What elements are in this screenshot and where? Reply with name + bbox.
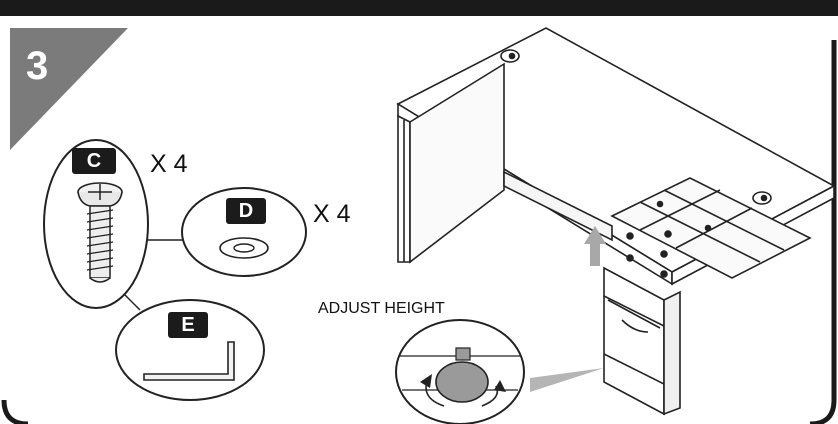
washer-icon bbox=[181, 187, 307, 277]
screw-icon bbox=[43, 139, 149, 309]
frame-corner-right bbox=[809, 40, 837, 424]
up-arrow-icon bbox=[584, 226, 606, 266]
part-d-label: D bbox=[226, 198, 266, 224]
step-badge bbox=[10, 28, 128, 150]
frame-corner-left bbox=[1, 399, 29, 424]
detail-pointer-arrow bbox=[530, 368, 604, 392]
desk-with-pedestal-icon bbox=[396, 27, 836, 416]
part-c-quantity: X 4 bbox=[150, 150, 188, 178]
leveling-foot-icon bbox=[395, 319, 525, 424]
allen-key-icon bbox=[115, 299, 265, 401]
adjust-height-label: ADJUST HEIGHT bbox=[318, 300, 445, 317]
step-number: 3 bbox=[26, 44, 49, 88]
part-d-quantity: X 4 bbox=[313, 200, 351, 228]
top-frame-bar bbox=[0, 0, 838, 16]
part-c-label: C bbox=[72, 148, 116, 174]
part-e-label: E bbox=[168, 312, 208, 338]
